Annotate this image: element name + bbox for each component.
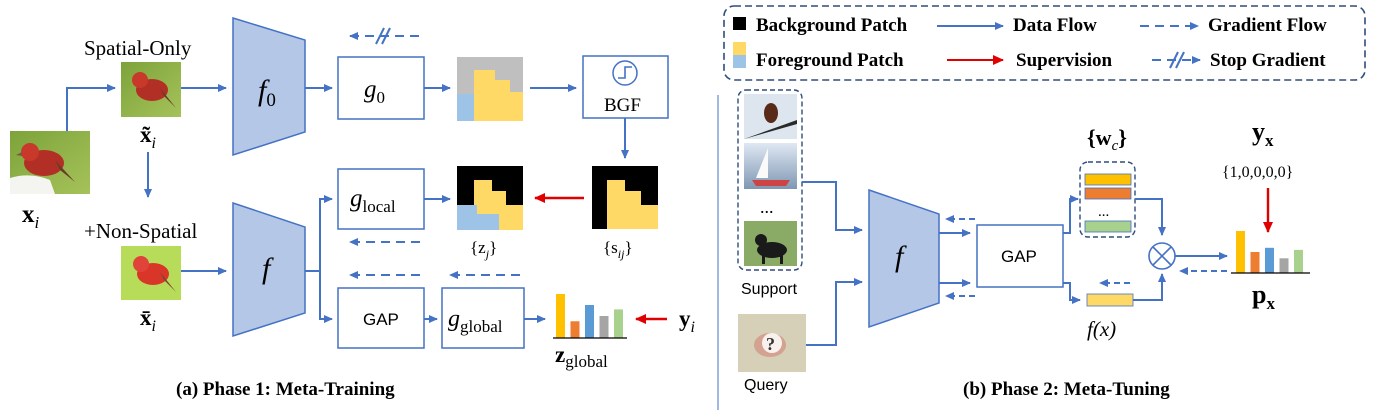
z-global-bar-3: [585, 305, 594, 338]
label-bgf: BGF: [604, 95, 641, 116]
s-ij-map: [592, 166, 658, 229]
foreground-patch-swatch-yellow: [733, 42, 746, 55]
arrow-gap-to-fx: [1063, 282, 1081, 304]
arrow-weights-to-product: [1135, 198, 1166, 236]
question-mark-icon: ?: [766, 334, 775, 354]
z-global-bar-1: [556, 294, 565, 338]
label-x-bar: x̄i: [140, 305, 156, 335]
arrow-query-to-f: [806, 278, 863, 346]
weight-vector-last: [1084, 220, 1132, 233]
weight-vector-2: [1084, 187, 1132, 200]
label-y-i: yi: [679, 306, 695, 336]
label-y-vector: {1,0,0,0,0}: [1222, 164, 1293, 181]
label-g-local: glocal: [350, 185, 396, 216]
legend-foreground-patch: Foreground Patch: [756, 50, 904, 71]
foreground-patch-swatch-blue: [733, 55, 746, 68]
label-z-global: zglobal: [555, 342, 608, 371]
p-x-bar-5: [1294, 249, 1303, 273]
label-z-j: {zj}: [470, 238, 497, 261]
encoder-f-phase2: [868, 188, 940, 329]
phase2: ... Support ? Query f GAP: [737, 89, 1310, 400]
legend-supervision: Supervision: [1016, 50, 1113, 71]
label-p-x: px: [1252, 280, 1275, 313]
support-image-boat: [744, 143, 797, 189]
query-image: ?: [738, 314, 806, 372]
label-f-x: f(x): [1087, 317, 1116, 341]
p-x-bar-1: [1236, 231, 1245, 273]
label-x-tilde: x̃i: [140, 122, 156, 152]
support-ellipsis: ...: [760, 197, 774, 217]
head-g-local: [337, 168, 425, 230]
arrow-f-to-gap: [319, 271, 333, 323]
support-image-dog: [744, 221, 797, 266]
label-gap-phase2: GAP: [1001, 247, 1037, 266]
label-non-spatial: +Non-Spatial: [84, 219, 197, 243]
weight-vector-1: [1084, 173, 1132, 186]
encoder-f: [232, 201, 306, 338]
label-support: Support: [741, 281, 798, 298]
legend-gradient-flow: Gradient Flow: [1208, 15, 1327, 36]
z-global-bar-chart: [556, 294, 623, 338]
label-x-i: xi: [22, 201, 40, 232]
label-w-c: {wc}: [1087, 125, 1127, 154]
arrow-support-to-f: [802, 181, 863, 234]
non-spatial-bird-image: [121, 246, 181, 300]
p-x-bar-chart: [1236, 231, 1303, 273]
query-feature-vector: [1086, 293, 1134, 307]
gap-box-phase2: [976, 224, 1064, 288]
legend-background-patch: Background Patch: [756, 15, 908, 36]
legend: Background Patch Foreground Patch Data F…: [723, 5, 1366, 81]
z-global-bar-5: [614, 309, 623, 338]
weights-ellipsis: ...: [1098, 204, 1109, 220]
head-g-global: [441, 287, 525, 349]
arrow-fx-to-product: [1133, 273, 1166, 301]
z-global-bar-4: [599, 316, 609, 338]
z-global-bar-2: [570, 321, 580, 338]
caption-phase1: (a) Phase 1: Meta-Training: [176, 379, 395, 400]
support-set-frame: [737, 89, 803, 271]
arrow-gap-to-weights: [1063, 195, 1079, 234]
encoder-f0: [232, 16, 306, 157]
z-j-map: [457, 166, 523, 230]
stop-gradient-slash-2: [1175, 51, 1185, 69]
legend-frame: [723, 5, 1366, 81]
head-g0: [337, 56, 425, 120]
label-query: Query: [744, 377, 788, 394]
legend-stop-gradient: Stop Gradient: [1210, 50, 1326, 71]
legend-data-flow: Data Flow: [1013, 15, 1097, 36]
label-g0: g0: [364, 76, 385, 107]
spatial-only-bird-image: [121, 62, 181, 117]
stop-gradient-slash-1: [1169, 51, 1179, 69]
label-spatial-only: Spatial-Only: [84, 36, 192, 60]
gap-box-phase1: [337, 287, 425, 349]
input-bird-image: [10, 131, 90, 194]
label-y-x: yx: [1252, 117, 1274, 150]
background-patch-swatch: [733, 17, 746, 30]
arrow-f-to-glocal: [305, 195, 333, 272]
label-gap-phase1: GAP: [363, 310, 399, 329]
p-x-bar-3: [1265, 247, 1274, 273]
phase1: xi Spatial-Only x̃i +Non-Spatial x̄i f0: [10, 16, 695, 400]
caption-phase2: (b) Phase 2: Meta-Tuning: [963, 379, 1170, 400]
label-g-global: gglobal: [448, 306, 503, 336]
p-x-bar-2: [1250, 252, 1260, 273]
arrow-to-spatial: [66, 84, 116, 131]
p-x-bar-4: [1279, 258, 1289, 273]
g0-output-map: [457, 57, 523, 121]
support-image-bird: [744, 94, 797, 139]
label-s-ij: {sij}: [603, 238, 633, 261]
